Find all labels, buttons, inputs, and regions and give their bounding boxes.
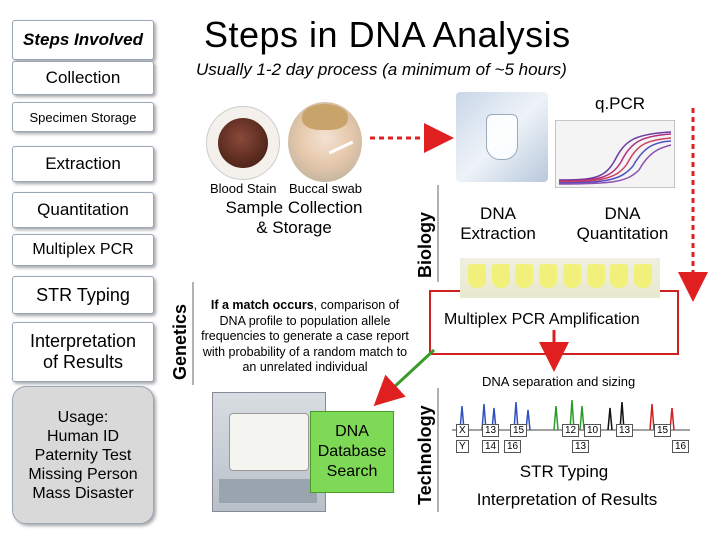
dna-extraction-line1: DNA: [480, 204, 516, 223]
allele-row-2: Y 14 16 13 16: [456, 440, 692, 453]
allele-15b: 15: [654, 424, 672, 437]
usage-line-3: Paternity Test: [34, 446, 132, 464]
allele-y: Y: [456, 440, 469, 453]
sample-collection-line1: Sample Collection: [225, 198, 363, 217]
step-interpretation-line2: of Results: [42, 352, 124, 372]
qpcr-amplification-plot: [555, 120, 675, 188]
pcr-tube-5: [562, 264, 581, 288]
allele-row-1: X 13 15 12 10 13 15: [456, 424, 692, 437]
blood-stain-label: Blood Stain: [210, 181, 277, 196]
multiplex-pcr-amp-label: Multiplex PCR Amplification: [444, 311, 640, 328]
step-multiplex-pcr-label: Multiplex PCR: [32, 241, 134, 258]
step-quantitation-label: Quantitation: [37, 200, 129, 219]
analyzer-panel: [229, 413, 309, 471]
sample-collection-caption: Sample Collection & Storage: [214, 198, 374, 238]
usage-line-1: Usage:: [57, 408, 109, 426]
interpretation-label: Interpretation of Results: [476, 490, 658, 509]
dna-extraction-line2: Extraction: [460, 224, 536, 243]
match-paragraph: If a match occurs, comparison of DNA pro…: [198, 298, 412, 376]
sidebar-heading-box: Steps Involved: [12, 20, 154, 60]
step-specimen-storage-label: Specimen Storage: [29, 109, 137, 125]
step-collection: Collection: [12, 61, 154, 95]
allele-10: 10: [584, 424, 602, 437]
step-str-typing: STR Typing: [12, 276, 154, 314]
allele-14: 14: [482, 440, 500, 453]
usage-box: Usage: Human ID Paternity Test Missing P…: [12, 386, 154, 524]
allele-16a: 16: [504, 440, 522, 453]
allele-15a: 15: [510, 424, 528, 437]
match-paragraph-rest: , comparison of DNA profile to populatio…: [201, 298, 409, 374]
genetics-label: Genetics: [170, 303, 190, 380]
buccal-swab-label: Buccal swab: [289, 181, 362, 196]
database-line-1: DNA: [335, 423, 369, 440]
step-str-typing-label: STR Typing: [36, 284, 130, 305]
allele-12: 12: [562, 424, 580, 437]
qpcr-tube-photo: [456, 92, 548, 182]
pcr-tube-row: [468, 264, 652, 288]
allele-x: X: [456, 424, 469, 437]
allele-16b: 16: [672, 440, 690, 453]
allele-13c: 13: [572, 440, 590, 453]
pcr-tube-4: [539, 264, 558, 288]
biology-label: Biology: [415, 212, 435, 278]
sidebar-heading: Steps Involved: [23, 30, 143, 49]
match-paragraph-bold: If a match occurs: [210, 298, 314, 312]
usage-line-4: Missing Person: [28, 465, 138, 483]
qpcr-label: q.PCR: [595, 94, 646, 113]
sample-collection-line2: & Storage: [256, 218, 332, 237]
swab-stick: [328, 140, 354, 155]
technology-label: Technology: [415, 405, 435, 505]
analyzer-base: [219, 479, 317, 503]
blood-stain-image: [206, 106, 280, 180]
pcr-tube-8: [633, 264, 652, 288]
step-interpretation: Interpretation of Results: [12, 322, 154, 382]
genetic-analyzer-photo: [212, 392, 326, 512]
step-multiplex-pcr: Multiplex PCR: [12, 234, 154, 266]
dna-extraction-label: DNA Extraction: [448, 204, 548, 244]
dna-quantitation-line2: Quantitation: [576, 224, 669, 243]
allele-13a: 13: [482, 424, 500, 437]
database-line-3: Search: [326, 463, 378, 480]
swab-hair: [302, 104, 348, 130]
blood-stain-spot: [218, 118, 268, 168]
pcr-tube-strip: [460, 258, 660, 298]
step-collection-label: Collection: [45, 68, 121, 87]
page-subtitle: Usually 1-2 day process (a minimum of ~5…: [196, 60, 567, 79]
dna-quantitation-line1: DNA: [604, 204, 641, 223]
step-quantitation: Quantitation: [12, 192, 154, 228]
step-specimen-storage: Specimen Storage: [12, 102, 154, 132]
usage-line-5: Mass Disaster: [32, 484, 134, 502]
dna-separation-label: DNA separation and sizing: [482, 374, 636, 389]
database-line-2: Database: [317, 443, 387, 460]
page-title: Steps in DNA Analysis: [204, 14, 571, 55]
pcr-tube-7: [610, 264, 629, 288]
step-extraction-label: Extraction: [45, 154, 121, 173]
dna-database-search-box: DNA Database Search: [310, 411, 394, 493]
pcr-tube-1: [468, 264, 486, 288]
str-typing-label: STR Typing: [519, 462, 609, 481]
step-interpretation-line1: Interpretation: [29, 331, 137, 351]
buccal-swab-photo: [288, 102, 362, 182]
pcr-tube-3: [515, 264, 534, 288]
qpcr-tube: [486, 114, 518, 160]
step-extraction: Extraction: [12, 146, 154, 182]
pcr-tube-6: [586, 264, 605, 288]
usage-line-2: Human ID: [46, 427, 120, 445]
allele-13b: 13: [616, 424, 634, 437]
dna-quantitation-label: DNA Quantitation: [565, 204, 680, 244]
pcr-tube-2: [491, 264, 510, 288]
